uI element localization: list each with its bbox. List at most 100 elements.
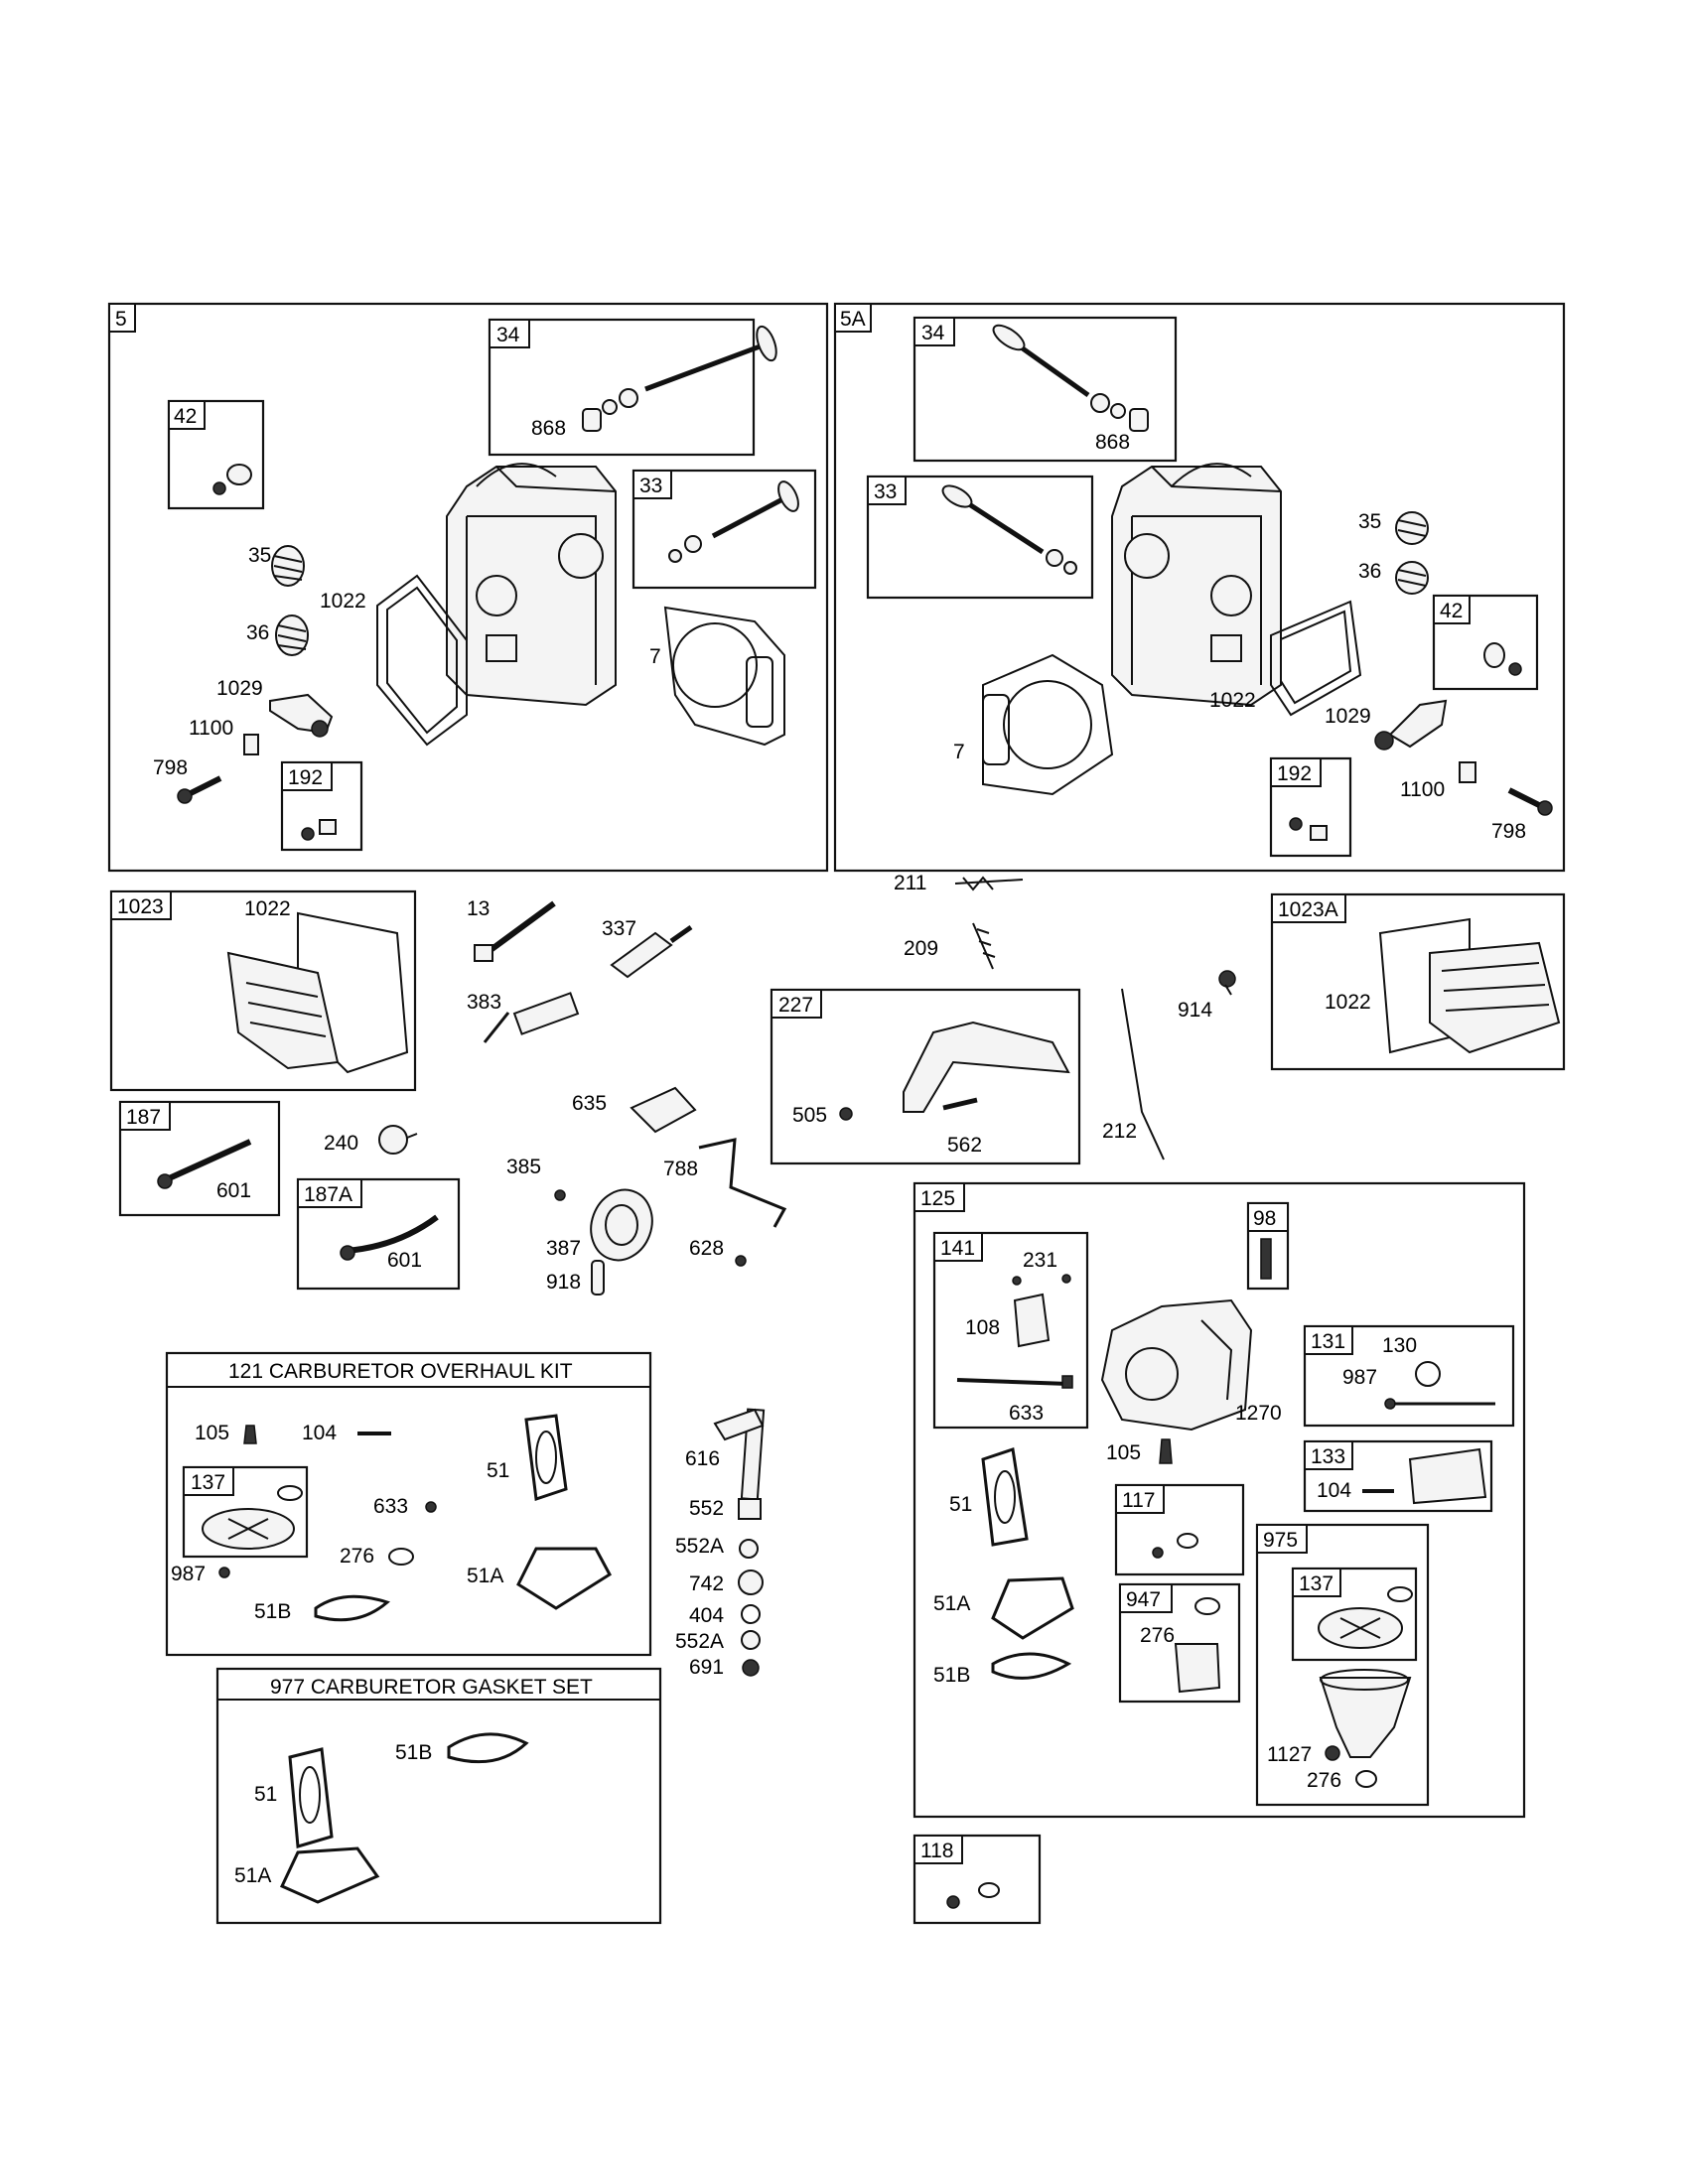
part-number-label: 5A [840, 308, 866, 331]
spring-209 [972, 922, 996, 970]
part-number-label: 137 [1299, 1572, 1333, 1595]
part-number-label: 1022 [1325, 991, 1371, 1014]
box-131 [1303, 1324, 1515, 1428]
gasket-51B-set [447, 1732, 529, 1764]
rocker-nut-5A [1459, 761, 1476, 783]
part-387 [590, 1188, 653, 1262]
box-975-137 [1291, 1567, 1418, 1662]
bolt-798 [177, 775, 222, 804]
part-number-label: 33 [639, 475, 662, 497]
part-number-label: 616 [685, 1447, 720, 1470]
part-number-label: 35 [1358, 510, 1381, 533]
part-number-label: 7 [953, 741, 965, 763]
part-number-label: 868 [1095, 431, 1130, 454]
part-number-label: 51A [933, 1592, 970, 1615]
part-number-label: 798 [153, 756, 188, 779]
valve-cover-gasket [376, 574, 468, 747]
gasket-51-125 [981, 1447, 1029, 1547]
part-742 [738, 1570, 764, 1595]
part-number-label: 51 [487, 1459, 509, 1482]
valve-exhaust-5A [992, 324, 1149, 432]
box-5-33 [632, 469, 817, 590]
box-5A-33 [866, 475, 1094, 600]
part-number-label: 98 [1253, 1207, 1276, 1230]
part-number-label: 212 [1102, 1120, 1137, 1143]
part-number-label: 51B [933, 1664, 970, 1687]
part-number-label: 552 [689, 1497, 724, 1520]
kit-121-carburetor-overhaul: 121 CARBURETOR OVERHAUL KIT 105 104 51 1… [165, 1351, 652, 1657]
spring-36-5A [1395, 561, 1429, 595]
part-number-label: 987 [1342, 1366, 1377, 1389]
part-number-label: 51 [254, 1783, 277, 1806]
part-number-label: 1029 [1325, 705, 1371, 728]
group-187: 187 [118, 1100, 281, 1217]
group-1023A: 1023A 1022 [1270, 892, 1566, 1071]
gasket-51-set [288, 1747, 334, 1848]
part-number-label: 552A [675, 1630, 724, 1653]
jet-105 [243, 1425, 257, 1444]
bolt-914 [1218, 970, 1236, 996]
box-117 [1114, 1483, 1245, 1576]
part-number-label: 1100 [1400, 778, 1445, 801]
solenoid-947 [1174, 1643, 1221, 1694]
part-number-label: 385 [506, 1156, 541, 1178]
box-947 [1118, 1582, 1241, 1704]
part-number-label: 209 [904, 937, 938, 960]
part-number-label: 51B [395, 1741, 432, 1764]
part-number-label: 601 [216, 1179, 251, 1202]
part-number-label: 1270 [1235, 1402, 1282, 1425]
part-number-label: 42 [1440, 600, 1463, 622]
group-125: 125 141 231 108 633 98 1270 131 130 987 [912, 1181, 1526, 1819]
part-number-label: 118 [920, 1840, 953, 1862]
part-number-label: 13 [467, 897, 490, 920]
part-number-label: 117 [1122, 1489, 1155, 1512]
part-number-label: 35 [248, 544, 271, 567]
part-number-label: 227 [778, 994, 813, 1017]
part-number-label: 276 [1307, 1769, 1341, 1792]
part-number-label: 337 [602, 917, 636, 940]
part-number-label: 562 [947, 1134, 982, 1157]
part-number-label: 104 [1317, 1479, 1351, 1502]
part-383 [483, 992, 580, 1043]
rocker-arm [269, 693, 334, 738]
part-552 [738, 1498, 762, 1520]
part-number-label: 105 [195, 1422, 229, 1444]
part-number-label: 1029 [216, 677, 263, 700]
spark-plug [610, 924, 693, 979]
part-number-label: 404 [689, 1604, 724, 1627]
part-number-label: 914 [1178, 999, 1212, 1022]
part-number-label: 1127 [1267, 1743, 1312, 1766]
part-number-label: 276 [340, 1545, 374, 1568]
part-404 [741, 1604, 761, 1624]
part-987-kit [218, 1567, 230, 1578]
part-number-label: 1022 [244, 897, 291, 920]
part-number-label: 7 [649, 645, 661, 668]
part-number-label: 633 [373, 1495, 408, 1518]
part-691 [742, 1659, 760, 1677]
part-number-label: 1022 [1209, 689, 1256, 712]
group-187A: 187A [296, 1177, 461, 1291]
valve-intake-5A [941, 484, 1077, 575]
part-number-label: 1023 [117, 895, 164, 918]
spring-35 [271, 545, 305, 587]
gasket-51A-set [279, 1846, 380, 1904]
valve-cover-1023A [1429, 941, 1561, 1054]
gasket-51B-kit [314, 1594, 391, 1622]
part-number-label: 105 [1106, 1441, 1141, 1464]
part-number-label: 552A [675, 1535, 724, 1558]
valve-exhaust [582, 325, 777, 432]
part-number-label: 131 [1311, 1330, 1345, 1353]
rocker-arm-5A [1374, 699, 1448, 751]
kit-977-carburetor-gasket: 977 CARBURETOR GASKET SET 51 51B 51A [215, 1667, 662, 1925]
part-number-label: 187 [126, 1106, 161, 1129]
part-number-label: 192 [1277, 762, 1312, 785]
part-number-label: 798 [1491, 820, 1526, 843]
screw-628 [735, 1255, 747, 1267]
screw-385 [554, 1189, 566, 1201]
part-number-label: 868 [531, 417, 566, 440]
box-5A-42 [1432, 594, 1539, 691]
part-number-label: 276 [1140, 1624, 1175, 1647]
box-5-42 [167, 399, 265, 510]
group-1023: 1023 1022 [109, 889, 417, 1092]
float-133 [1408, 1447, 1487, 1505]
